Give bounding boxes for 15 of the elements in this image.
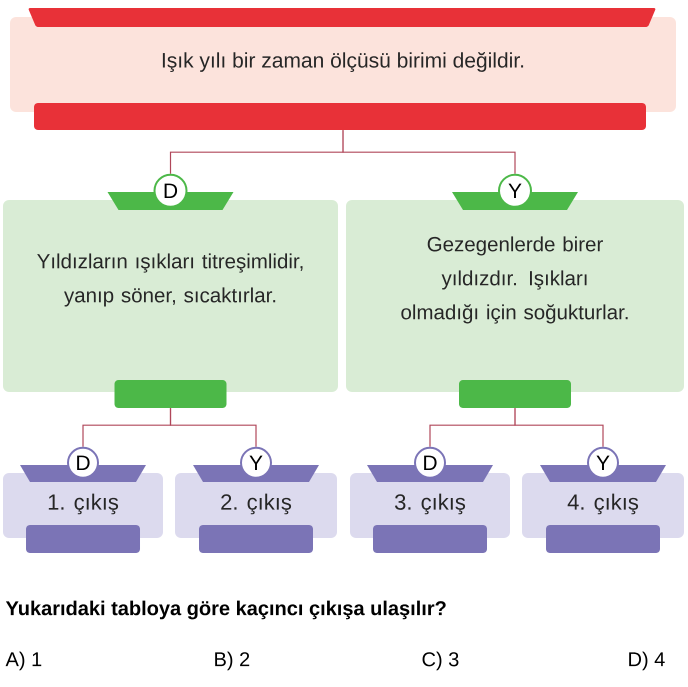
statement-box: Işık yılı bir zaman ölçüsü birimi değildir. xyxy=(10,8,676,130)
connector-line xyxy=(514,408,604,447)
answer-option: D) 4 xyxy=(629,652,665,670)
circle-label: Y xyxy=(498,174,532,208)
circle-label: Y xyxy=(240,446,272,479)
answer-option: C) 3 xyxy=(422,652,458,670)
circle-label: Y xyxy=(587,446,619,479)
circle-label: D xyxy=(414,446,446,479)
circle-label: D xyxy=(154,174,188,208)
circle-label: D xyxy=(67,446,99,479)
answer-option: A) 1 xyxy=(6,652,42,670)
answer-option: B) 2 xyxy=(215,652,250,670)
question-text: Yukarıdaki tabloya göre kaçıncı çıkışa ulaşılır? xyxy=(6,600,446,620)
connector-line xyxy=(342,130,516,174)
connector-line xyxy=(170,408,257,447)
